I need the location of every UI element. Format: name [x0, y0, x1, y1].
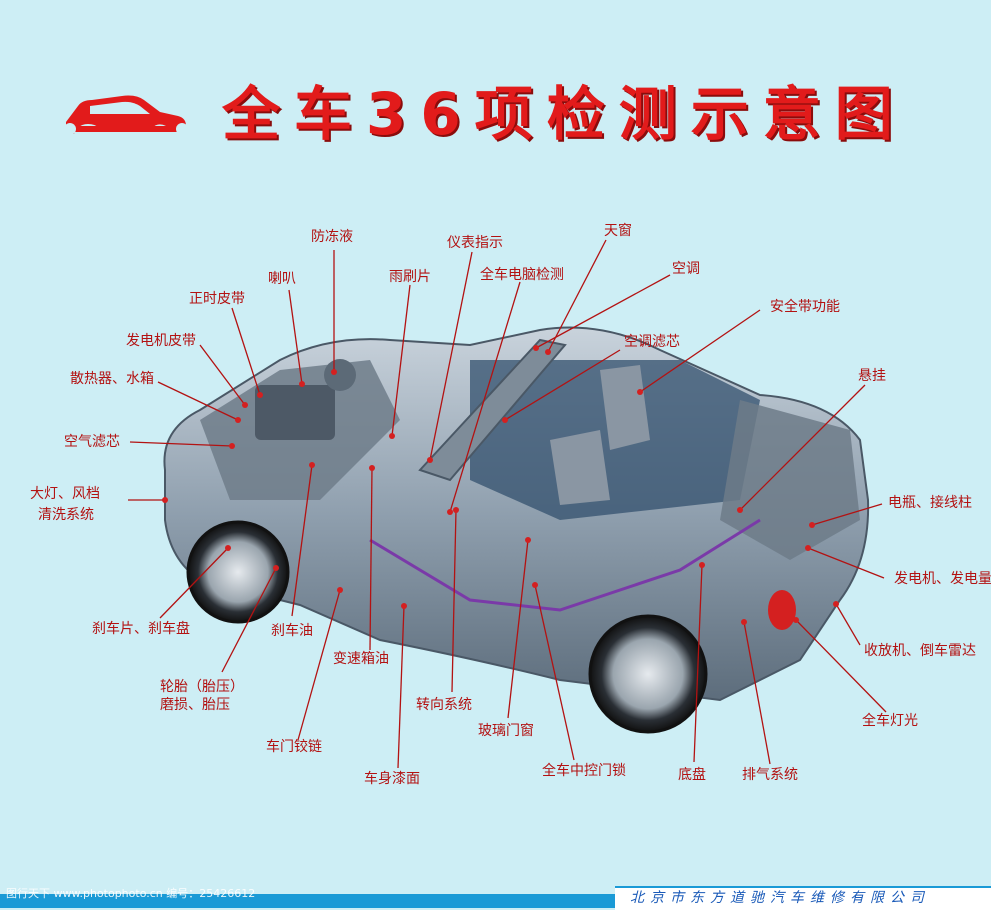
label-suspension: 悬挂	[858, 368, 886, 384]
engine-block	[255, 385, 335, 440]
label-generator-power: 发电机、发电量	[894, 571, 991, 587]
label-radiator: 散热器、水箱	[70, 371, 154, 387]
label-ac: 空调	[672, 261, 700, 277]
label-trans-oil: 变速箱油	[333, 651, 389, 667]
rear-wheel	[588, 614, 708, 734]
label-central-lock: 全车中控门锁	[542, 763, 626, 779]
front-wheel	[186, 520, 290, 624]
label-computer-check: 全车电脑检测	[480, 267, 564, 283]
label-timing-belt: 正时皮带	[189, 291, 245, 307]
label-horn: 喇叭	[268, 271, 296, 287]
windshield	[418, 338, 567, 482]
label-air-filter: 空气滤芯	[64, 434, 120, 450]
footer-panel	[615, 886, 991, 910]
car-wrench-logo-icon	[64, 95, 188, 135]
label-exhaust: 排气系统	[742, 767, 798, 783]
label-chassis: 底盘	[678, 767, 706, 783]
label-brake-oil: 刹车油	[271, 623, 313, 639]
watermark: 图行天下 www.photophoto.cn 编号：25426612	[6, 887, 256, 900]
label-wiper: 雨刷片	[389, 269, 431, 285]
label-ac-filter: 空调滤芯	[624, 334, 680, 350]
seat-2	[550, 430, 610, 505]
label-glass-door: 玻璃门窗	[478, 723, 534, 739]
label-headlight-washer-2: 清洗系统	[38, 507, 94, 523]
page-title: 全车36项检测示意图	[222, 80, 907, 148]
label-paint: 车身漆面	[364, 771, 420, 787]
label-dashboard: 仪表指示	[447, 235, 503, 251]
seat-1	[600, 365, 650, 450]
label-brake-pads: 刹车片、刹车盘	[92, 621, 190, 637]
label-sunroof: 天窗	[604, 223, 632, 239]
trunk	[720, 400, 860, 560]
company-name: 北京市东方道驰汽车维修有限公司	[630, 890, 930, 906]
label-battery: 电瓶、接线柱	[888, 495, 972, 511]
label-tire-2: 磨损、胎压	[160, 697, 230, 713]
label-headlight-washer-1: 大灯、风档	[30, 486, 100, 502]
label-seatbelt: 安全带功能	[770, 299, 840, 315]
label-steering: 转向系统	[416, 697, 472, 713]
label-tire-1: 轮胎（胎压）	[160, 679, 244, 695]
label-door-hinge: 车门铰链	[266, 739, 322, 755]
title-bar: 全车36项检测示意图	[62, 74, 922, 154]
label-all-lights: 全车灯光	[862, 713, 918, 729]
label-generator-belt: 发电机皮带	[126, 333, 196, 349]
label-antifreeze: 防冻液	[311, 229, 353, 245]
label-radio-radar: 收放机、倒车雷达	[864, 643, 976, 659]
